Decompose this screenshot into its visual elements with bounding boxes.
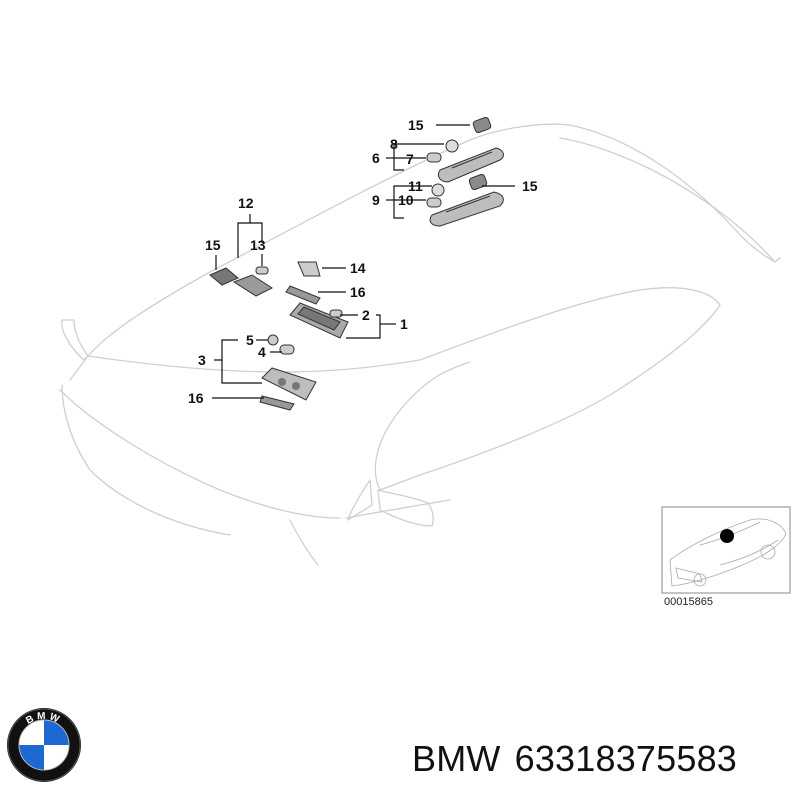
locator-inset: 00015865 <box>661 506 791 608</box>
inset-reference-number: 00015865 <box>664 596 713 608</box>
rear-reading-light-assembly <box>426 116 504 227</box>
callout-3: 3 <box>198 352 206 368</box>
callout-1: 1 <box>400 316 408 332</box>
callout-12: 12 <box>238 195 254 211</box>
callout-15: 15 <box>408 117 424 133</box>
location-marker <box>720 529 734 543</box>
svg-text:BMW: BMW <box>24 711 63 727</box>
callout-10: 10 <box>398 192 414 208</box>
callout-13: 13 <box>250 237 266 253</box>
logo-lettering: BMW <box>24 711 60 727</box>
callout-15: 15 <box>522 178 538 194</box>
callout-14: 14 <box>350 260 366 276</box>
callout-16: 16 <box>350 284 366 300</box>
callout-2: 2 <box>362 307 370 323</box>
callout-8: 8 <box>390 136 398 152</box>
callout-11: 11 <box>408 178 423 194</box>
bmw-logo: BMW <box>7 708 81 782</box>
callout-5: 5 <box>246 332 254 348</box>
leader-lines <box>212 124 515 399</box>
callout-15: 15 <box>205 237 221 253</box>
brand-name: BMW <box>412 738 501 779</box>
callout-labels: 15 8 6 7 11 15 9 10 12 15 13 14 16 2 1 5… <box>188 117 538 406</box>
part-number-caption: BMW 63318375583 <box>412 738 737 780</box>
callout-16: 16 <box>188 390 204 406</box>
interior-light-assembly <box>209 261 349 339</box>
car-outline <box>59 123 781 566</box>
callout-9: 9 <box>372 192 380 208</box>
callout-4: 4 <box>258 344 266 360</box>
callout-6: 6 <box>372 150 380 166</box>
part-number: 63318375583 <box>514 738 738 779</box>
callout-7: 7 <box>406 151 414 167</box>
